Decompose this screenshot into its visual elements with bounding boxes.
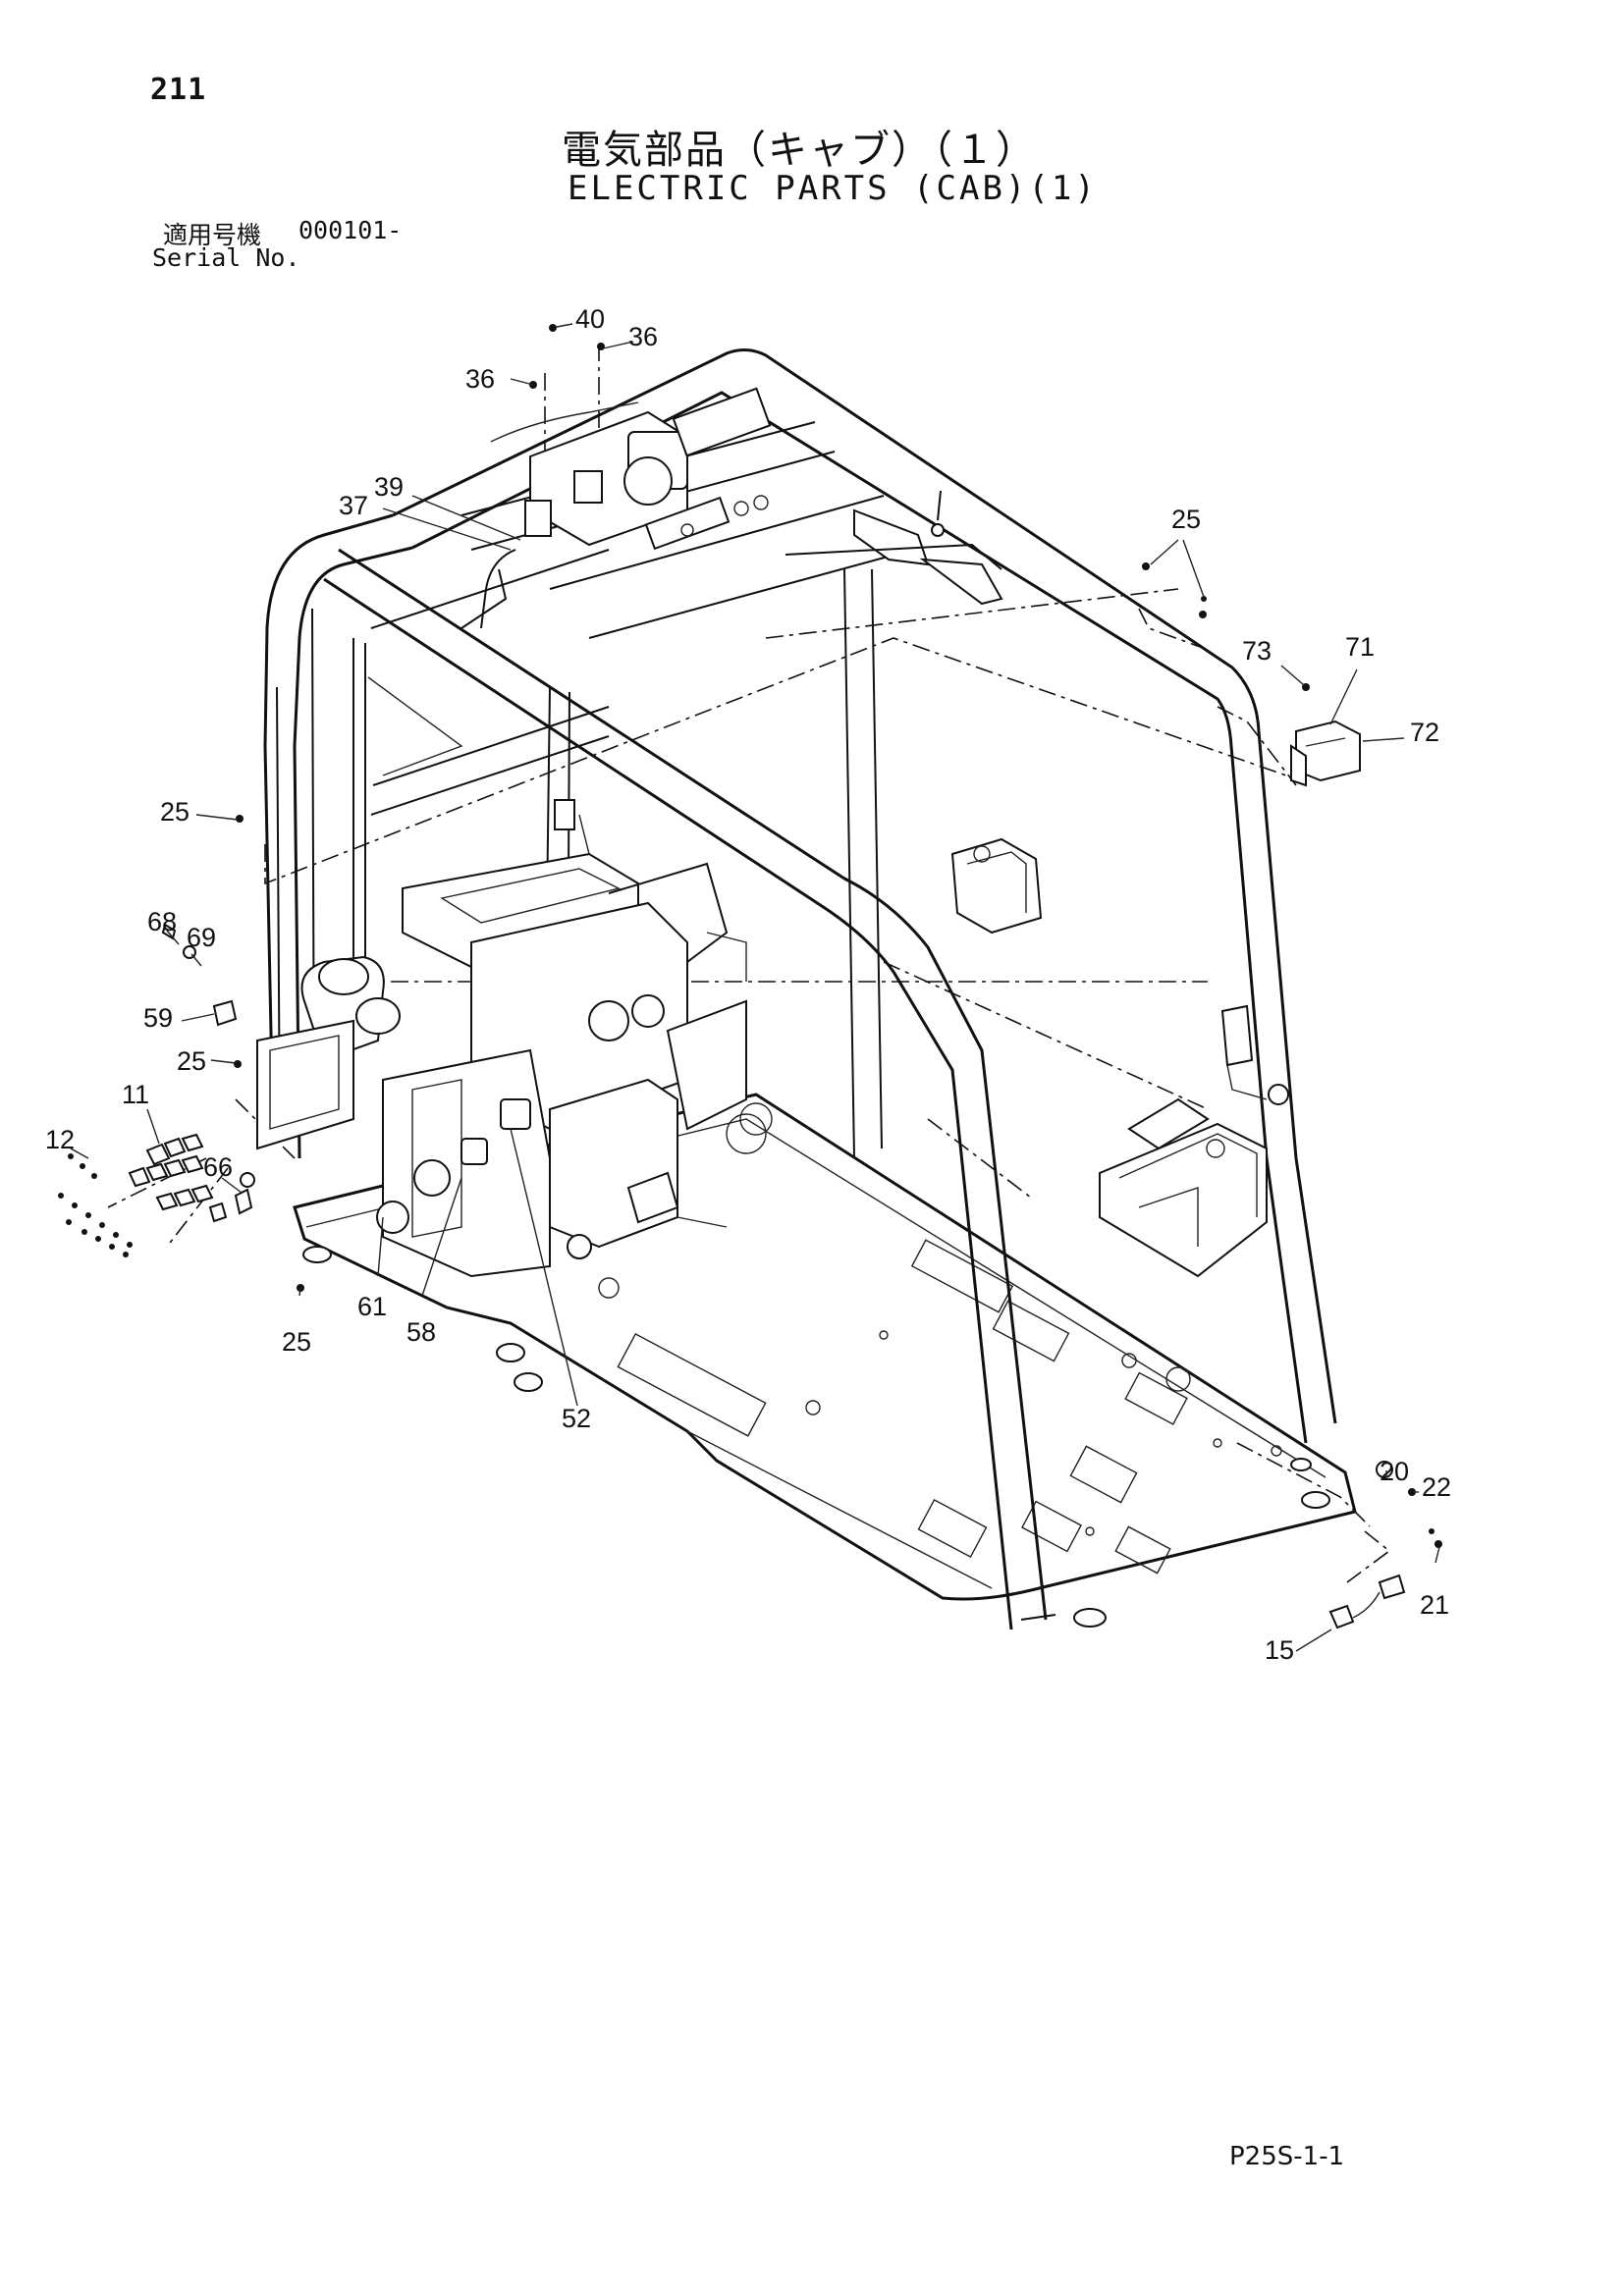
callout-68: 68 [147, 907, 177, 936]
reference-lines [107, 344, 1391, 1583]
callout-22: 22 [1422, 1472, 1451, 1502]
title-japanese: 電気部品（キャブ）（１） [562, 128, 1037, 173]
bottom-right-parts [1328, 1461, 1442, 1629]
fuse-block [58, 1133, 228, 1257]
roof-electrical-unit [460, 387, 772, 629]
callout-25-left-upper: 25 [160, 797, 189, 827]
controller-assembly [376, 799, 767, 1278]
callout-61: 61 [357, 1292, 387, 1321]
callout-12: 12 [45, 1125, 75, 1154]
callout-25-bottom-left: 25 [282, 1327, 311, 1357]
callout-36-left: 36 [465, 364, 495, 394]
serial-label-english: Serial No. [152, 243, 300, 272]
air-duct [256, 955, 401, 1150]
callout-40: 40 [575, 304, 605, 334]
roof-wiper-hardware [785, 490, 1003, 606]
callout-72: 72 [1410, 718, 1439, 747]
callout-71: 71 [1345, 632, 1375, 662]
callout-25-roof: 25 [1171, 505, 1201, 534]
callout-11: 11 [122, 1080, 149, 1109]
callout-15: 15 [1265, 1635, 1294, 1665]
serial-label-japanese: 適用号機 [163, 221, 262, 249]
callout-20: 20 [1380, 1457, 1409, 1486]
callout-52: 52 [562, 1404, 591, 1433]
callout-69: 69 [187, 923, 216, 952]
callout-58: 58 [406, 1317, 436, 1347]
callout-labels: 40 36 36 39 37 25 73 71 72 25 68 69 59 2… [45, 304, 1451, 1665]
serial-value: 000101- [298, 216, 403, 244]
callout-39: 39 [374, 472, 404, 502]
left-small-parts [161, 815, 304, 1292]
cab-light-bracket [1290, 720, 1361, 787]
fasteners [529, 324, 1310, 691]
callout-59: 59 [143, 1003, 173, 1033]
title-english: ELECTRIC PARTS (CAB)(1) [568, 169, 1098, 208]
page-code: P25S-1-1 [1229, 2142, 1345, 2171]
callout-36-right: 36 [628, 322, 658, 351]
callout-21: 21 [1420, 1590, 1449, 1620]
page-number: 211 [150, 73, 207, 107]
callout-25-left-middle: 25 [177, 1046, 206, 1076]
floor-plate [293, 1093, 1357, 1628]
leader-lines [70, 323, 1440, 1652]
callout-73: 73 [1242, 636, 1272, 666]
work-light [950, 837, 1043, 934]
callout-37: 37 [339, 491, 368, 520]
cab-frame [263, 348, 1337, 1630]
right-console [1099, 1004, 1289, 1278]
callout-66: 66 [203, 1152, 233, 1182]
